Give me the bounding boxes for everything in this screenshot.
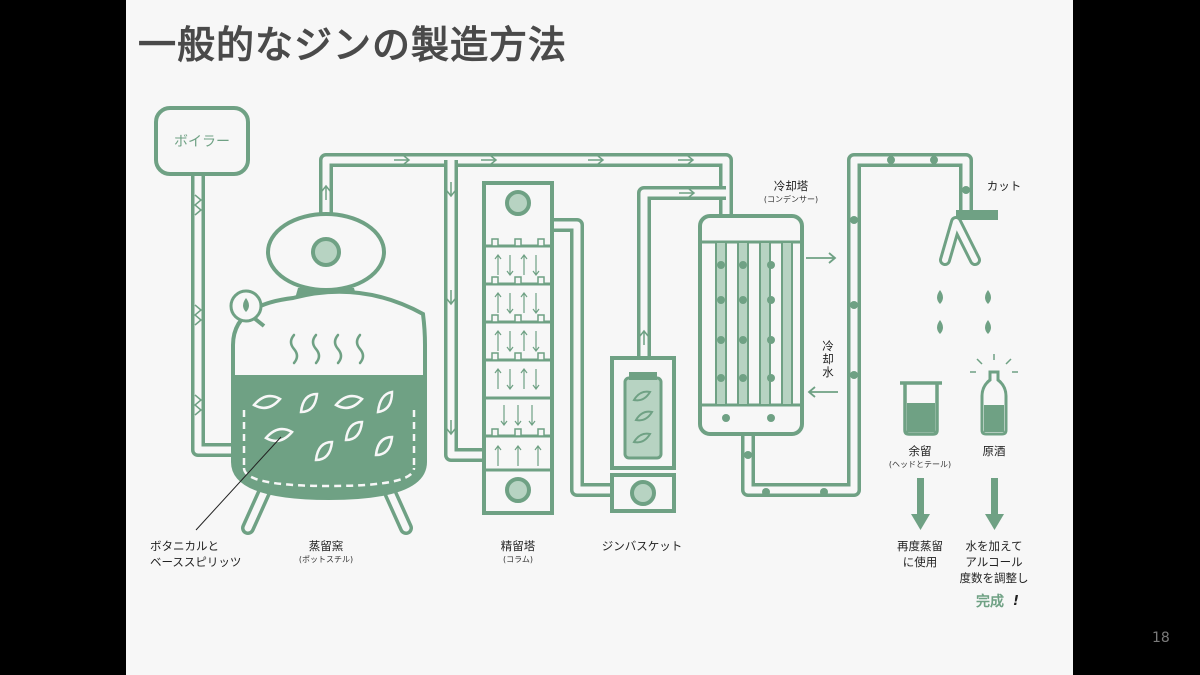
cooling-water-label-3: 水 xyxy=(822,365,834,379)
boiler-label: ボイラー xyxy=(174,134,230,150)
cut-label: カット xyxy=(987,179,1022,193)
raw-spirit-label: 原酒 xyxy=(983,444,1006,458)
reuse-label-1: 再度蒸留 xyxy=(897,539,943,553)
pot-still xyxy=(195,212,427,535)
residue-label: 余留 xyxy=(909,444,932,458)
gin-basket xyxy=(610,356,676,513)
page-title: 一般的なジンの製造方法 xyxy=(138,23,568,67)
adjust-label-3: 度数を調整し xyxy=(960,571,1029,585)
raw-spirit-bottle-icon xyxy=(970,354,1018,436)
residue-beaker-icon xyxy=(900,381,942,436)
slide: 一般的なジンの製造方法 xyxy=(126,0,1073,675)
still-sublabel: (ポットスチル) xyxy=(299,555,353,564)
adjust-label-1: 水を加えて xyxy=(966,539,1023,553)
labels: ボタニカルと ベーススピリッツ 蒸留窯 (ポットスチル) 精留塔 (コラム) ジ… xyxy=(150,179,1029,610)
result-arrows xyxy=(911,478,1004,530)
done-mark: ! xyxy=(1013,594,1019,609)
condenser xyxy=(698,214,838,436)
column-sublabel: (コラム) xyxy=(503,555,533,564)
cut-valve xyxy=(937,210,998,334)
boiler: ボイラー xyxy=(154,106,250,416)
botanical-leaves xyxy=(252,390,394,462)
page-number: 18 xyxy=(1152,630,1170,646)
botanical-label-1: ボタニカルと xyxy=(150,539,219,553)
done-label: 完成 xyxy=(976,593,1004,610)
column-label: 精留塔 xyxy=(501,539,536,553)
flow-arrows xyxy=(321,155,696,436)
rectifying-column xyxy=(482,181,554,515)
cooling-water-label-1: 冷 xyxy=(822,339,834,353)
outlet-drops xyxy=(744,156,970,496)
botanical-label-2: ベーススピリッツ xyxy=(150,555,241,569)
gin-process-diagram: ボイラー xyxy=(150,106,1029,610)
condenser-label: 冷却塔 xyxy=(774,179,809,193)
residue-sublabel: (ヘッドとテール) xyxy=(889,460,951,469)
condenser-sublabel: (コンデンサー) xyxy=(764,194,818,204)
reuse-label-2: に使用 xyxy=(903,555,938,569)
still-label: 蒸留窯 xyxy=(309,539,344,553)
adjust-label-2: アルコール xyxy=(965,555,1022,569)
cooling-water-label-2: 却 xyxy=(822,352,834,366)
drip-icon xyxy=(937,290,991,334)
basket-label: ジンバスケット xyxy=(602,539,683,553)
